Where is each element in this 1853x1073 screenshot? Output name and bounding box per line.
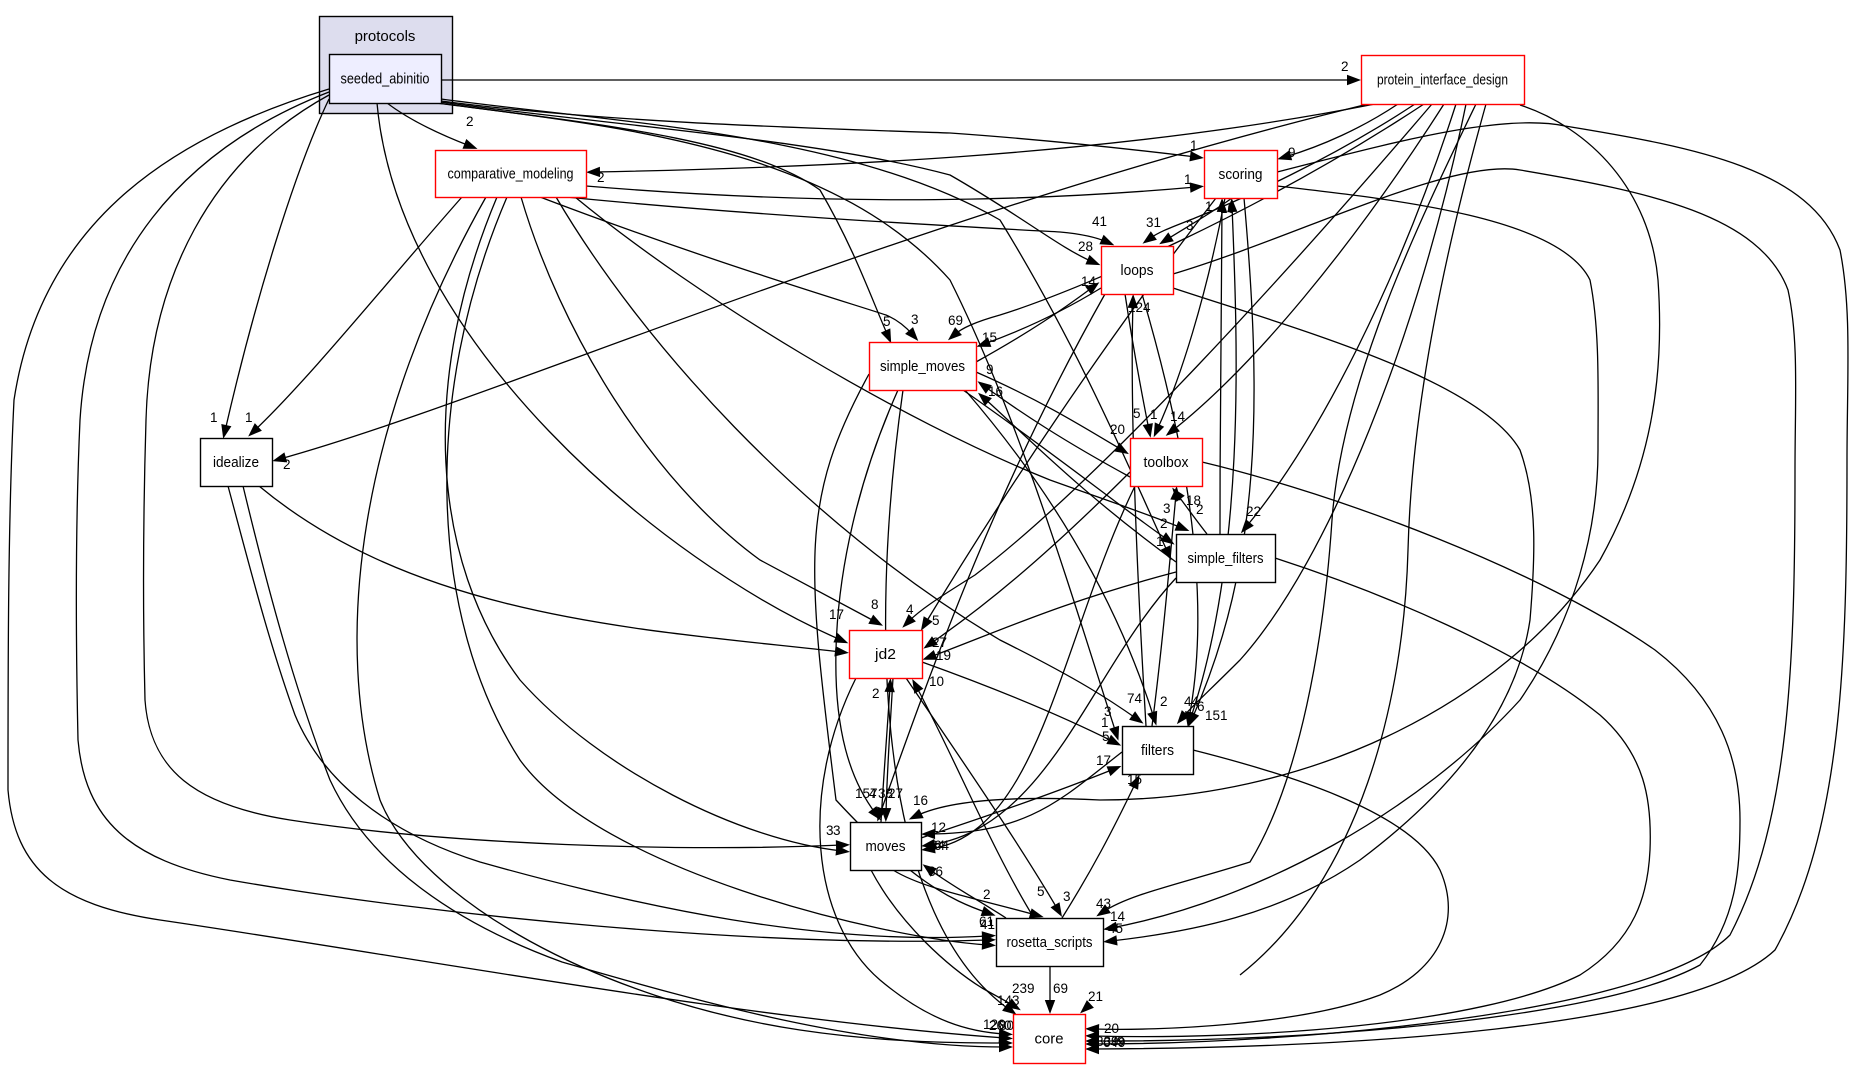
svg-text:36: 36 [928,864,943,879]
svg-text:2: 2 [1160,516,1168,531]
svg-text:124: 124 [1128,300,1151,315]
svg-text:simple_moves: simple_moves [880,358,965,375]
svg-text:239: 239 [1012,981,1035,996]
svg-text:17: 17 [829,607,844,622]
svg-text:moves: moves [866,838,906,855]
svg-text:22: 22 [1246,504,1261,519]
svg-text:260: 260 [989,1018,1012,1033]
svg-text:28: 28 [1078,239,1093,254]
svg-text:839: 839 [1096,1034,1119,1049]
svg-text:rosetta_scripts: rosetta_scripts [1007,934,1093,951]
svg-text:3: 3 [833,823,841,838]
svg-text:12: 12 [931,820,946,835]
svg-text:3: 3 [826,823,834,838]
svg-text:5: 5 [1102,729,1110,744]
svg-text:74: 74 [1127,691,1143,706]
svg-text:1: 1 [1205,199,1213,214]
svg-text:43: 43 [1096,896,1111,911]
svg-text:3: 3 [1063,889,1071,904]
svg-text:1: 1 [1156,534,1164,549]
svg-text:toolbox: toolbox [1144,454,1189,471]
svg-text:31: 31 [1146,215,1161,230]
svg-text:16: 16 [913,793,928,808]
svg-text:2: 2 [1341,59,1349,74]
svg-text:157: 157 [855,786,878,801]
svg-text:3: 3 [911,312,919,327]
svg-text:10: 10 [1220,201,1235,216]
svg-text:27: 27 [932,635,947,650]
svg-text:2: 2 [983,887,991,902]
svg-text:simple_filters: simple_filters [1188,550,1264,567]
svg-text:3: 3 [1163,501,1171,516]
svg-text:jd2: jd2 [874,646,896,663]
svg-text:10: 10 [929,674,944,689]
svg-text:80: 80 [999,1018,1014,1033]
svg-text:protocols: protocols [355,28,416,45]
svg-text:27: 27 [888,786,903,801]
svg-text:core: core [1035,1031,1064,1048]
svg-text:649: 649 [1103,1035,1126,1050]
svg-text:18: 18 [1186,493,1201,508]
svg-text:9: 9 [1117,1034,1125,1049]
svg-text:15: 15 [982,330,997,345]
svg-text:1: 1 [1150,407,1158,422]
svg-text:20: 20 [1110,422,1125,437]
svg-text:1: 1 [245,410,253,425]
svg-text:2: 2 [466,114,474,129]
svg-text:scoring: scoring [1219,166,1263,183]
svg-text:2: 2 [1196,502,1204,517]
svg-text:16: 16 [988,384,1003,399]
svg-text:loops: loops [1121,262,1154,279]
svg-text:1: 1 [1101,715,1109,730]
svg-text:2: 2 [872,686,880,701]
svg-text:9: 9 [1288,145,1296,160]
svg-text:41: 41 [980,917,995,932]
svg-text:1: 1 [1184,172,1192,187]
svg-text:61: 61 [979,914,994,929]
svg-text:2: 2 [283,457,291,472]
svg-text:8: 8 [871,597,879,612]
svg-text:2: 2 [1160,694,1168,709]
svg-text:idealize: idealize [213,454,259,471]
svg-text:151: 151 [1205,708,1228,723]
svg-text:14: 14 [1081,274,1097,289]
svg-text:protein_interface_design: protein_interface_design [1377,72,1508,89]
svg-text:1: 1 [1190,138,1198,153]
svg-text:9: 9 [986,362,994,377]
svg-text:21: 21 [1088,989,1103,1004]
svg-text:20: 20 [1104,1021,1119,1036]
svg-text:3: 3 [1104,704,1112,719]
svg-text:15: 15 [1127,772,1142,787]
svg-text:5: 5 [932,613,940,628]
svg-text:14: 14 [1110,909,1126,924]
svg-text:4: 4 [869,786,877,801]
svg-text:41: 41 [1092,214,1107,229]
svg-text:3: 3 [1186,218,1194,233]
svg-text:69: 69 [948,313,963,328]
svg-text:5: 5 [883,314,891,329]
svg-text:2: 2 [597,170,605,185]
svg-text:comparative_modeling: comparative_modeling [448,166,574,183]
svg-text:seeded_abinitio: seeded_abinitio [341,71,430,88]
svg-text:5: 5 [1133,406,1141,421]
svg-text:filters: filters [1141,742,1174,759]
svg-text:4: 4 [906,602,914,617]
svg-text:120: 120 [983,1017,1006,1032]
svg-text:45: 45 [1108,921,1123,936]
svg-text:69: 69 [1053,981,1068,996]
svg-text:1: 1 [210,410,218,425]
svg-text:6: 6 [1197,699,1205,714]
svg-text:84: 84 [930,838,946,853]
svg-text:5: 5 [1037,884,1045,899]
